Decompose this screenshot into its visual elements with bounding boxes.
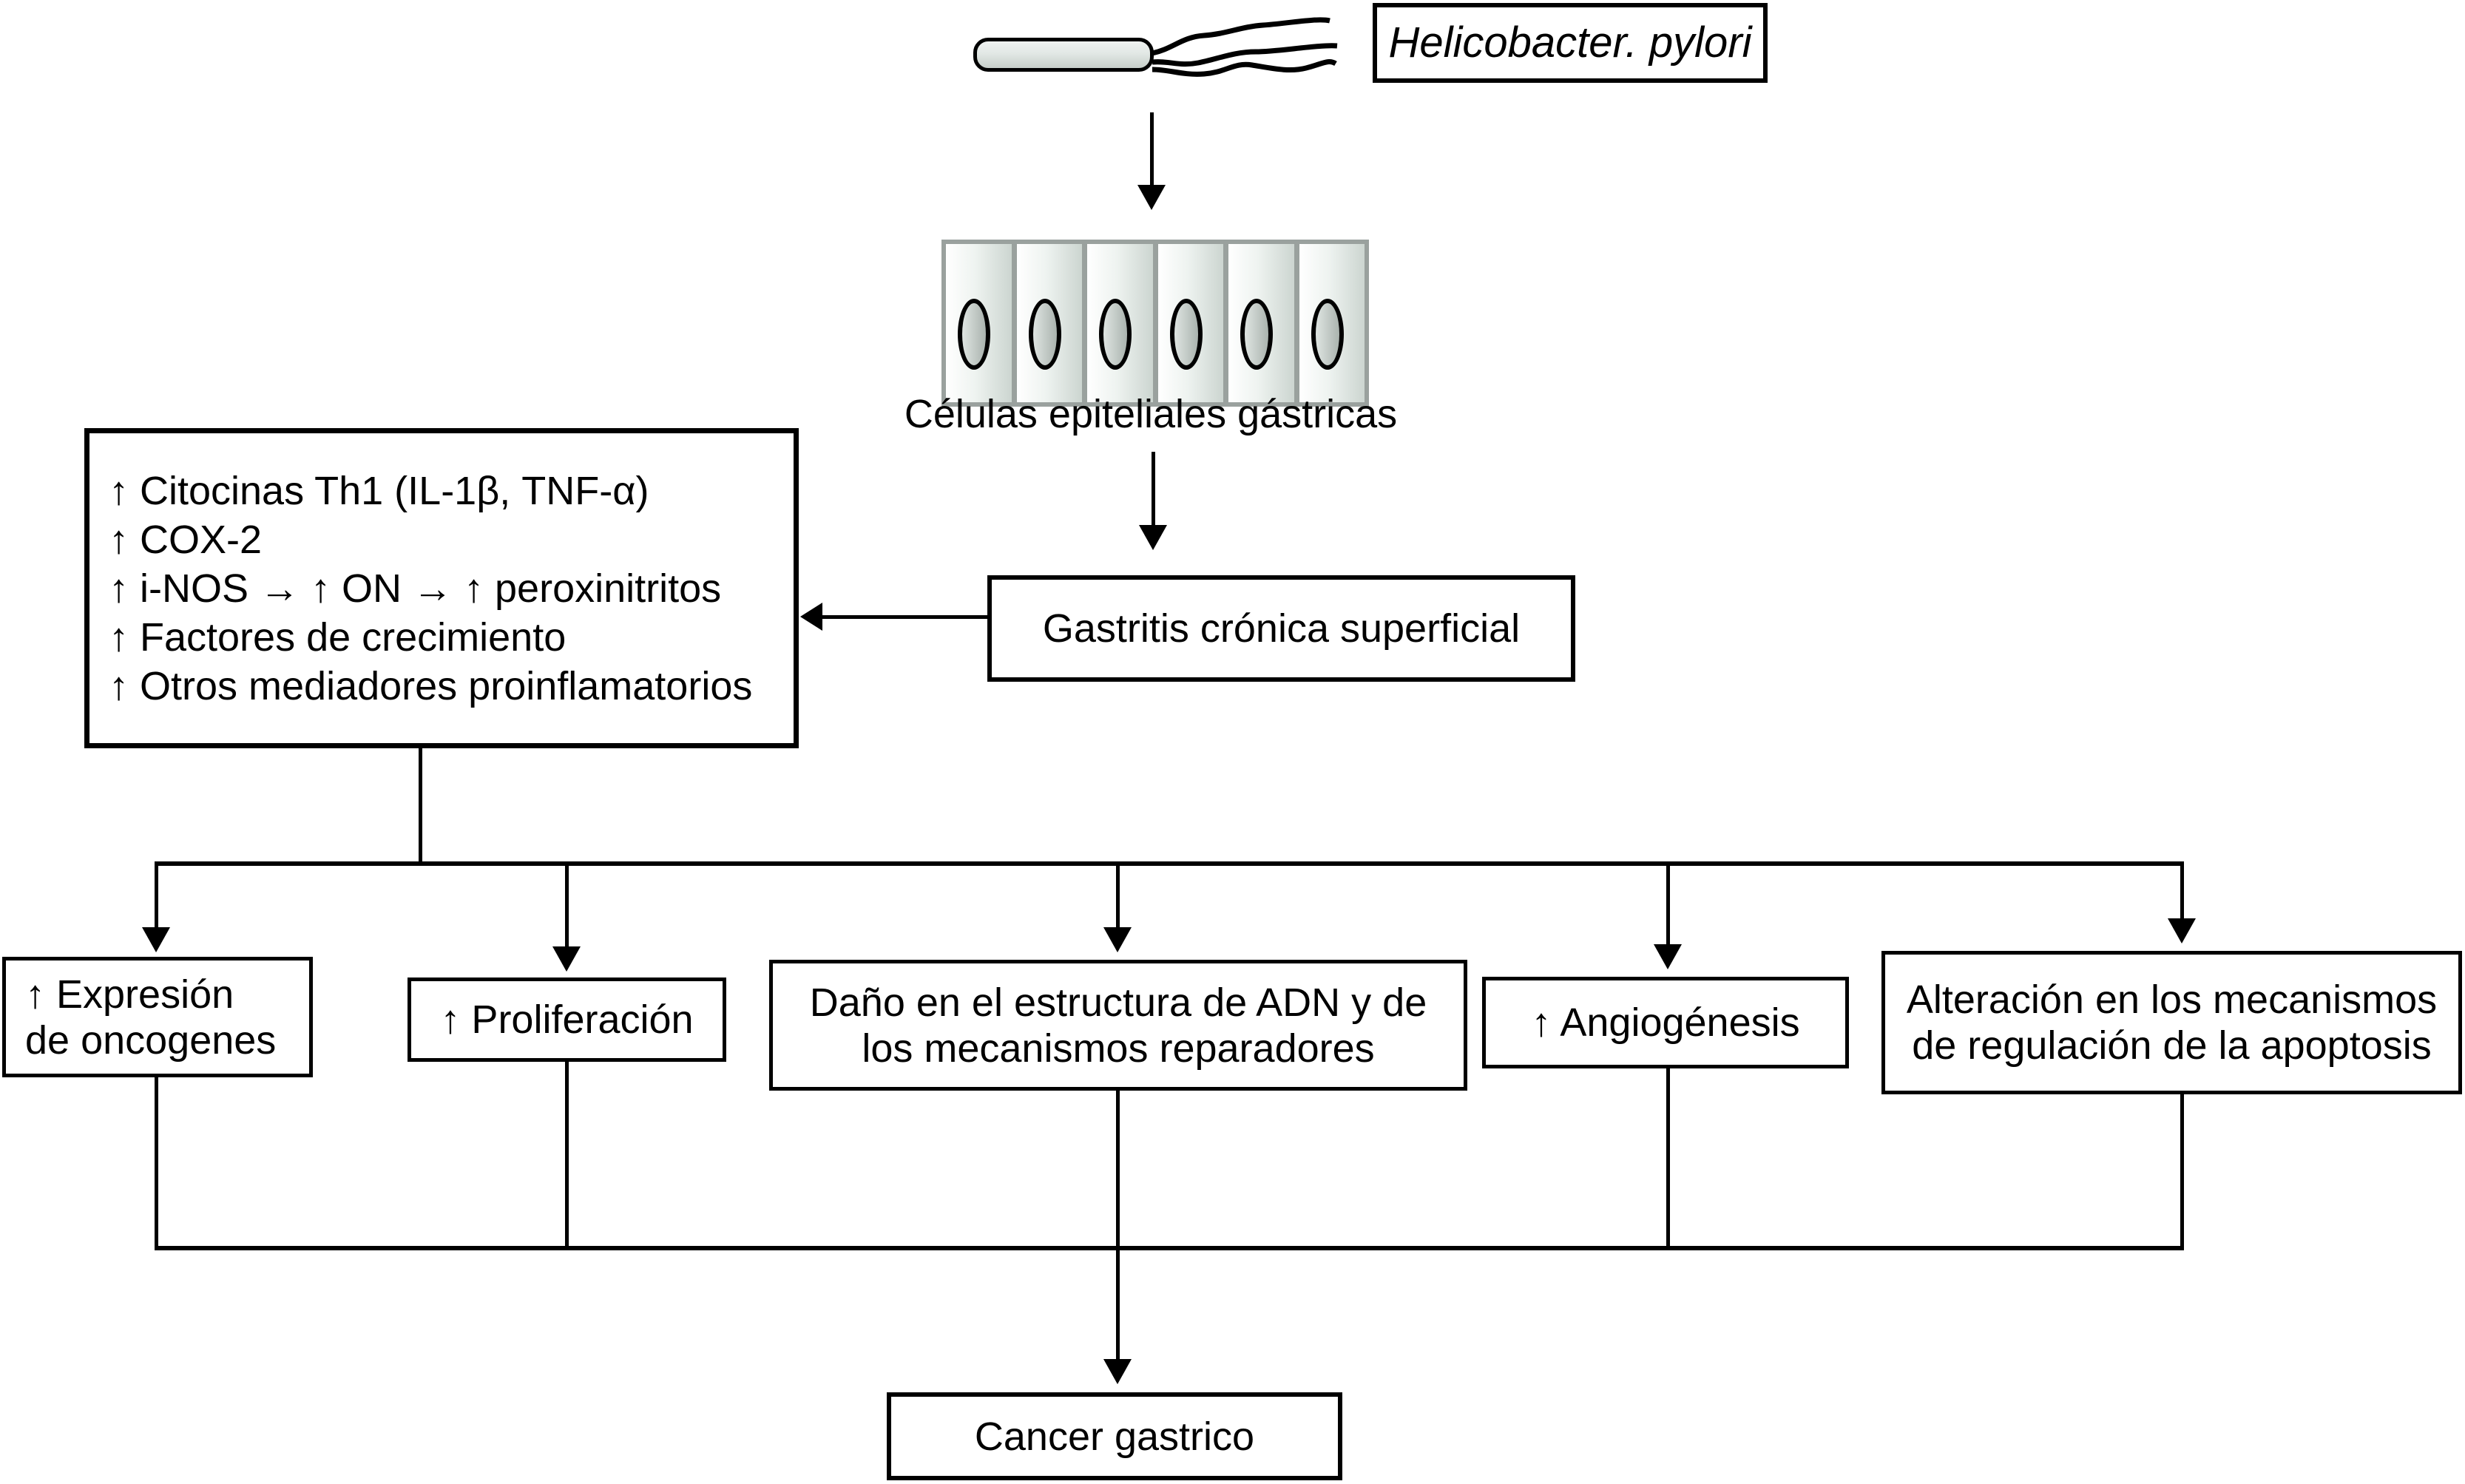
effect-box-oncogenes: ↑ Expresión de oncogenes <box>2 957 313 1077</box>
arrowhead-down-icon <box>2168 918 2196 943</box>
connector-branch-2 <box>565 861 569 948</box>
arrowhead-down-icon <box>1139 525 1167 550</box>
arrowhead-left-icon <box>800 603 822 631</box>
h-pylori-label-box: Helicobacter. pylori <box>1373 3 1768 83</box>
arrowhead-down-icon <box>142 927 170 952</box>
arrowhead-down-icon <box>552 946 581 972</box>
connector-mediators-stem <box>419 748 422 866</box>
epithelial-cell <box>1228 244 1294 402</box>
h-pylori-label: Helicobacter. pylori <box>1388 18 1752 67</box>
cell-nucleus-icon <box>1311 299 1344 370</box>
mediator-line: ↑ i-NOS → ↑ ON → ↑ peroxinitritos <box>109 566 722 611</box>
converge-line <box>155 1246 2184 1250</box>
effect-label: ↑ Angiogénesis <box>1531 1000 1800 1045</box>
cell-nucleus-icon <box>1240 299 1274 370</box>
connector-branch-5 <box>2180 861 2184 920</box>
gastritis-label: Gastritis crónica superficial <box>1042 606 1521 651</box>
connector-branch-1 <box>155 861 158 929</box>
effect-label: ↑ Expresión de oncogenes <box>25 972 277 1063</box>
epithelial-cell <box>1087 244 1153 402</box>
effect-label: Daño en el estructura de ADN y de los me… <box>809 980 1427 1071</box>
flagella-icon <box>1152 17 1338 77</box>
cancer-label: Cancer gastrico <box>974 1414 1255 1459</box>
arrowhead-down-icon <box>1103 1359 1132 1384</box>
effect-box-angiogenesis: ↑ Angiogénesis <box>1482 977 1849 1068</box>
effect-label: ↑ Proliferación <box>440 997 694 1042</box>
mediator-line: ↑ Factores de crecimiento <box>109 614 567 660</box>
epithelial-cell <box>1157 244 1223 402</box>
epithelial-cell <box>1016 244 1082 402</box>
effect-box-proliferacion: ↑ Proliferación <box>408 978 726 1062</box>
connector-converge-2 <box>565 1062 569 1248</box>
connector-converge-5 <box>2180 1094 2184 1248</box>
epithelial-cell <box>1299 244 1365 402</box>
cancer-box: Cancer gastrico <box>887 1392 1342 1480</box>
cell-nucleus-icon <box>958 299 991 370</box>
cell-nucleus-icon <box>1099 299 1132 370</box>
connector-branch-3 <box>1116 861 1120 929</box>
cells-label: Células epiteliales gástricas <box>904 392 1398 436</box>
mediator-line: ↑ Otros mediadores proinflamatorios <box>109 663 753 708</box>
connector-cells-gastritis <box>1152 452 1155 526</box>
effect-box-apoptosis: Alteración en los mecanismos de regulaci… <box>1881 951 2462 1094</box>
branch-line <box>155 861 2184 866</box>
connector-converge-4 <box>1666 1068 1670 1248</box>
connector-branch-4 <box>1666 861 1670 946</box>
connector-bacterium-cells <box>1150 112 1154 186</box>
cell-nucleus-icon <box>1028 299 1061 370</box>
arrowhead-down-icon <box>1654 944 1682 969</box>
gastritis-box: Gastritis crónica superficial <box>987 575 1575 682</box>
mediator-line: ↑ Citocinas Th1 (IL-1β, TNF-α) <box>109 468 649 513</box>
arrowhead-down-icon <box>1137 185 1166 210</box>
connector-to-cancer <box>1116 1091 1120 1361</box>
epithelial-cell <box>946 244 1012 402</box>
mediators-box: ↑ Citocinas Th1 (IL-1β, TNF-α) ↑ COX-2 ↑… <box>84 428 799 748</box>
connector-gastritis-mediators <box>821 615 987 619</box>
mediator-line: ↑ COX-2 <box>109 517 263 562</box>
connector-converge-1 <box>155 1077 158 1248</box>
arrowhead-down-icon <box>1103 927 1132 952</box>
effect-box-dano-adn: Daño en el estructura de ADN y de los me… <box>769 960 1467 1091</box>
epithelial-cells-illustration <box>941 240 1369 407</box>
h-pylori-bacterium-icon <box>973 38 1154 72</box>
cell-nucleus-icon <box>1169 299 1203 370</box>
effect-label: Alteración en los mecanismos de regulaci… <box>1906 978 2438 1068</box>
